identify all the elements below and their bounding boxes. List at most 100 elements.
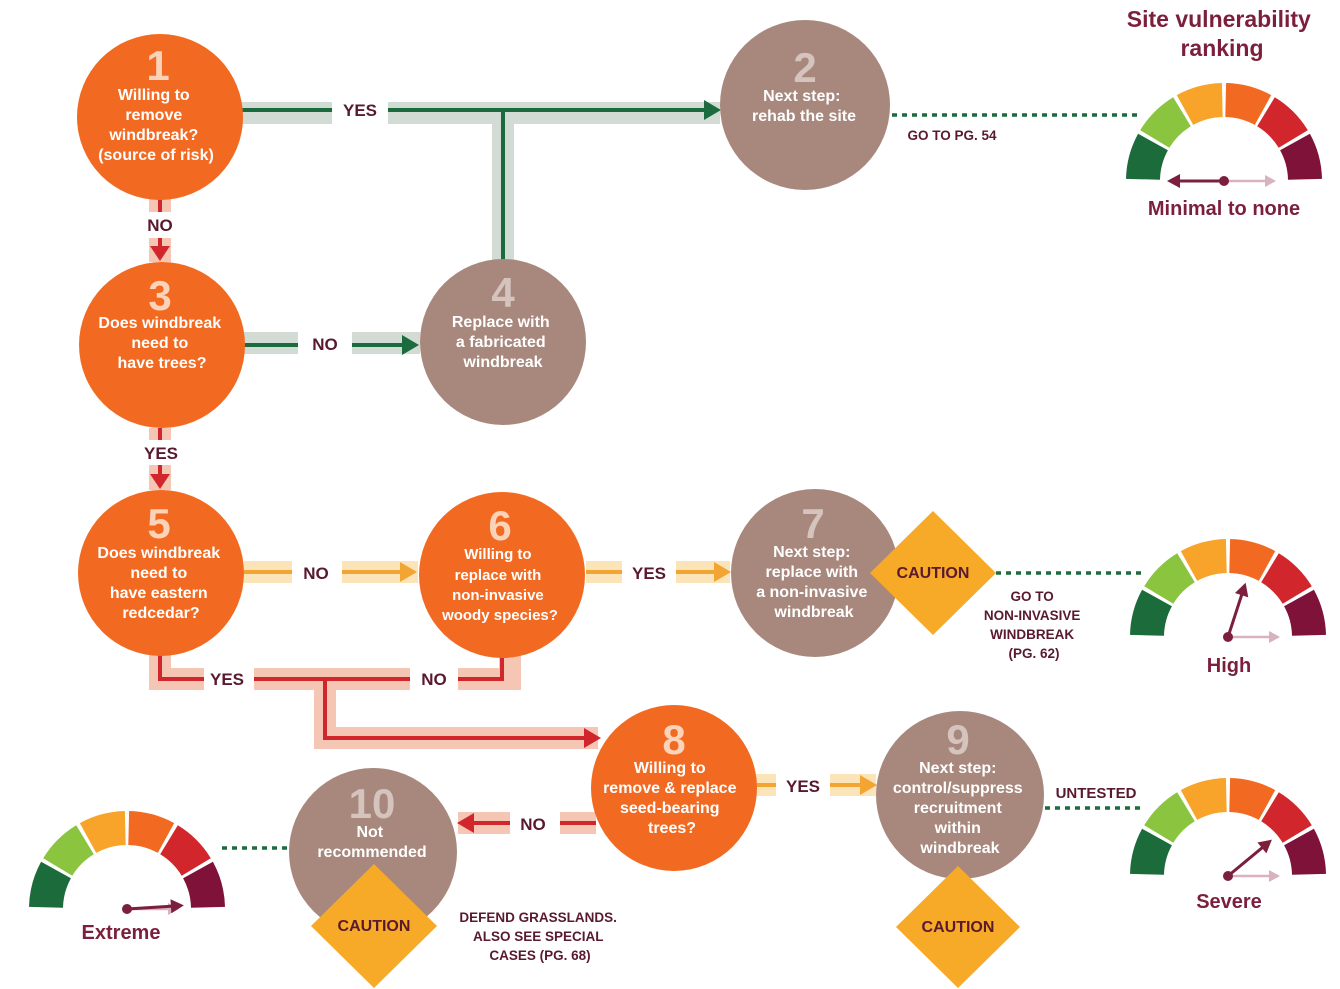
node-8-number: 8 bbox=[662, 716, 685, 763]
gauge-needle-arrowhead bbox=[1234, 582, 1249, 598]
gauge-segment-1 bbox=[1130, 589, 1172, 636]
caution-diamonds: CAUTION CAUTION CAUTION bbox=[311, 511, 1020, 988]
line-5-yes bbox=[158, 655, 410, 681]
edge-label-5-no: NO bbox=[303, 564, 329, 583]
node-5-text: Does windbreak need to have eastern redc… bbox=[97, 545, 224, 622]
caution-text-7: CAUTION bbox=[897, 565, 970, 582]
node-10-number: 10 bbox=[349, 780, 396, 827]
node-9: 9 Next step: control/suppress recruitmen… bbox=[876, 711, 1044, 879]
band-5-yes bbox=[149, 655, 410, 690]
arrowhead-to-5 bbox=[150, 474, 170, 489]
gauge-high: High bbox=[1130, 539, 1326, 677]
edge-label-3-yes: YES bbox=[144, 444, 178, 463]
gauge-severe: Severe bbox=[1130, 778, 1326, 913]
caution-node-9: CAUTION bbox=[896, 866, 1020, 988]
gauge-minimal: Minimal to none bbox=[1126, 83, 1322, 220]
caution-node-7: CAUTION bbox=[870, 511, 996, 635]
gauge-needle-arrowhead bbox=[170, 899, 184, 914]
gauge-label-minimal: Minimal to none bbox=[1148, 198, 1300, 220]
node-6: 6 Willing to replace with non-invasive w… bbox=[419, 492, 585, 658]
gauge-segment-3 bbox=[1180, 539, 1227, 581]
node-2: 2 Next step: rehab the site bbox=[720, 20, 890, 190]
gauge-segment-4 bbox=[1229, 778, 1276, 820]
node-6-text: Willing to replace with non-invasive woo… bbox=[441, 546, 558, 624]
gauge-segment-1 bbox=[1130, 828, 1172, 875]
gauge-extreme: Extreme bbox=[29, 811, 225, 944]
gauge-segment-4 bbox=[1225, 83, 1272, 125]
edge-label-6-yes: YES bbox=[632, 564, 666, 583]
node-10-text: Not recommended bbox=[317, 824, 426, 861]
gauge-segment-6 bbox=[1280, 133, 1322, 180]
arrowhead-to-4 bbox=[402, 335, 419, 355]
gauge-segment-3 bbox=[1180, 778, 1227, 820]
edge-label-6-no: NO bbox=[421, 670, 447, 689]
caution-node-10: CAUTION bbox=[311, 864, 437, 988]
gauge-title: Site vulnerability ranking bbox=[1127, 6, 1317, 61]
gauge-segment-6 bbox=[1284, 589, 1326, 636]
gauge-hub bbox=[1223, 632, 1233, 642]
gauge-label-severe: Severe bbox=[1196, 891, 1262, 913]
node-2-number: 2 bbox=[793, 44, 816, 91]
flow-nodes: 1 Willing to remove windbreak? (source o… bbox=[77, 20, 1044, 936]
arrowhead-to-10 bbox=[457, 813, 474, 833]
node-6-number: 6 bbox=[488, 502, 511, 549]
arrowhead-to-9 bbox=[860, 775, 877, 795]
line-6-no bbox=[458, 655, 504, 681]
note-pg-68: DEFEND GRASSLANDS. ALSO SEE SPECIAL CASE… bbox=[459, 910, 620, 963]
gauge-segment-3 bbox=[1176, 83, 1223, 125]
edge-bands bbox=[149, 102, 876, 834]
edge-label-8-no: NO bbox=[520, 815, 546, 834]
gauge-segment-4 bbox=[128, 811, 175, 853]
gauge-segment-1 bbox=[1126, 133, 1168, 180]
gauge-reference-arrowhead bbox=[1269, 870, 1280, 882]
edge-lines bbox=[150, 100, 1145, 850]
gauge-segment-5 bbox=[1257, 97, 1308, 148]
arrowhead-to-2 bbox=[704, 100, 721, 120]
node-7-text: Next step: replace with a non-invasive w… bbox=[756, 544, 872, 621]
node-9-text: Next step: control/suppress recruitment … bbox=[893, 760, 1027, 857]
node-7-number: 7 bbox=[801, 500, 824, 547]
caution-text-9: CAUTION bbox=[922, 919, 995, 936]
node-7: 7 Next step: replace with a non-invasive… bbox=[731, 489, 899, 657]
gauge-segment-2 bbox=[1144, 792, 1195, 843]
gauge-segment-6 bbox=[1284, 828, 1326, 875]
gauge-reference-arrowhead bbox=[1269, 631, 1280, 643]
node-1-number: 1 bbox=[146, 42, 169, 89]
note-pg-62: GO TO NON-INVASIVE WINDBREAK (PG. 62) bbox=[984, 589, 1084, 661]
caution-text-10: CAUTION bbox=[338, 918, 411, 935]
gauge-segment-3 bbox=[79, 811, 126, 853]
note-pg-54: GO TO PG. 54 bbox=[907, 128, 997, 143]
gauge-hub bbox=[1223, 871, 1233, 881]
node-1: 1 Willing to remove windbreak? (source o… bbox=[77, 34, 243, 200]
arrowhead-to-6 bbox=[400, 562, 417, 582]
node-5: 5 Does windbreak need to have eastern re… bbox=[78, 490, 244, 656]
gauge-needle-arrowhead bbox=[1167, 174, 1180, 188]
arrowhead-to-8 bbox=[584, 728, 601, 748]
node-10: 10 Not recommended bbox=[289, 768, 457, 936]
gauge-reference-arrowhead bbox=[1265, 175, 1276, 187]
node-3: 3 Does windbreak need to have trees? bbox=[79, 262, 245, 428]
gauge-needle-arrowhead bbox=[1257, 839, 1272, 854]
edge-label-1-no: NO bbox=[147, 216, 173, 235]
gauge-segment-5 bbox=[1261, 553, 1312, 604]
gauge-segment-6 bbox=[183, 861, 225, 908]
gauge-segment-4 bbox=[1229, 539, 1276, 581]
node-4-text: Replace with a fabricated windbreak bbox=[452, 314, 554, 371]
gauge-label-high: High bbox=[1207, 655, 1251, 677]
gauge-hub bbox=[122, 904, 132, 914]
gauge-segment-1 bbox=[29, 861, 71, 908]
arrowhead-to-7 bbox=[714, 562, 731, 582]
node-4: 4 Replace with a fabricated windbreak bbox=[420, 259, 586, 425]
gauge-segment-2 bbox=[1140, 97, 1191, 148]
edge-label-8-yes: YES bbox=[786, 777, 820, 796]
edge-label-1-yes: YES bbox=[343, 101, 377, 120]
edge-labels: YES NO NO YES NO YES YES NO YES NO UNTES… bbox=[144, 101, 1137, 834]
node-1-text: Willing to remove windbreak? (source of … bbox=[98, 87, 214, 164]
edge-label-9-untested: UNTESTED bbox=[1056, 785, 1137, 802]
node-2-text: Next step: rehab the site bbox=[752, 88, 856, 125]
node-8: 8 Willing to remove & replace seed-beari… bbox=[591, 705, 757, 871]
node-3-number: 3 bbox=[148, 272, 171, 319]
edge-label-5-yes: YES bbox=[210, 670, 244, 689]
line-to-8 bbox=[323, 679, 586, 740]
gauge-hub bbox=[1219, 176, 1229, 186]
